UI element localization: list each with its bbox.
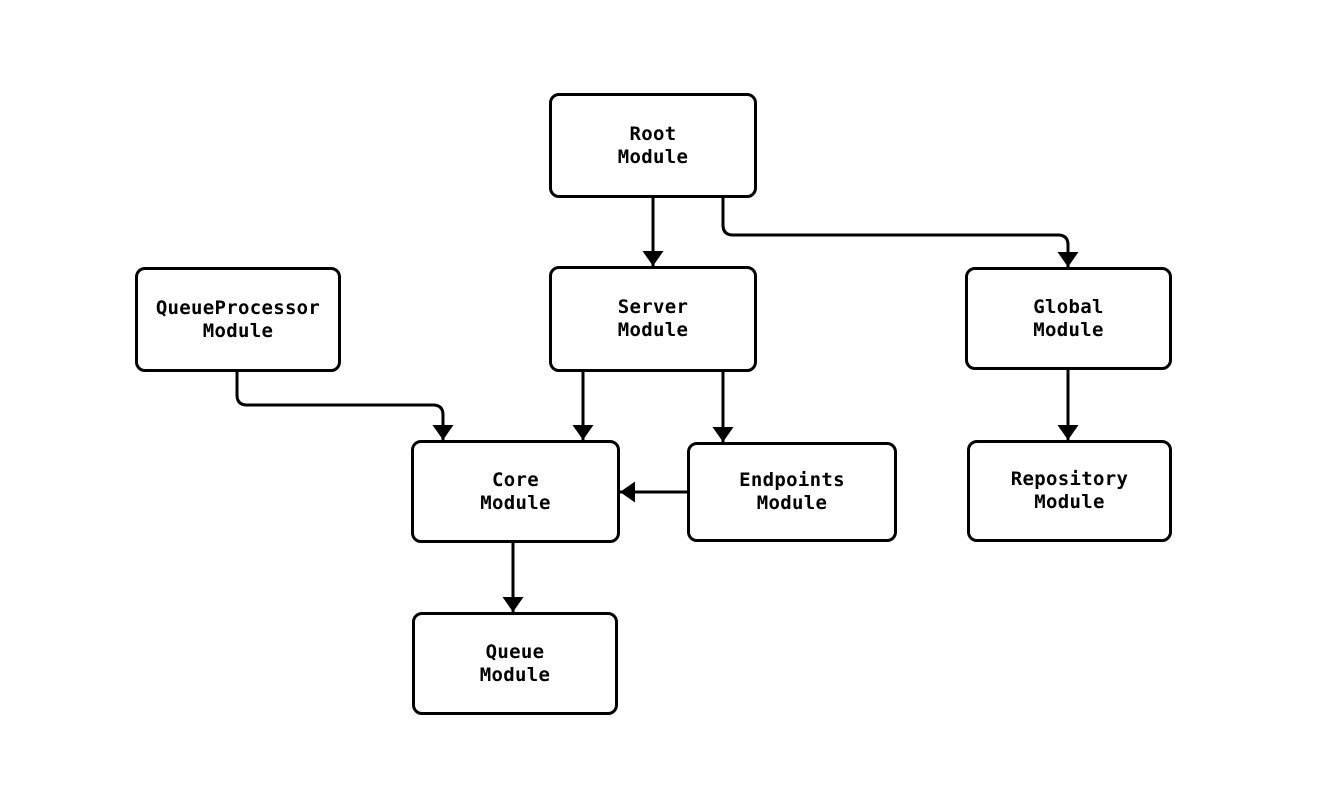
edge-core-to-queue: [502, 543, 524, 612]
node-server-module: Server Module: [549, 266, 757, 372]
arrowhead-icon: [1057, 425, 1079, 440]
edge-line: [721, 198, 1070, 267]
node-label: Root Module: [617, 122, 689, 168]
arrowhead-icon: [712, 427, 734, 442]
node-label: Endpoints Module: [739, 469, 845, 514]
node-label: Core Module: [480, 468, 551, 514]
node-label: Repository Module: [1010, 468, 1129, 513]
edge-server-to-endpoints: [712, 372, 734, 442]
node-label: Global Module: [1033, 295, 1104, 341]
arrowhead-icon: [572, 425, 594, 440]
edge-queueprocessor-to-core: [235, 372, 454, 440]
node-label: Server Module: [617, 296, 689, 341]
edge-global-to-repository: [1057, 370, 1079, 440]
edge-line: [235, 372, 445, 440]
node-core-module: Core Module: [411, 440, 620, 543]
node-endpoints-module: Endpoints Module: [687, 442, 897, 542]
node-label: QueueProcessor Module: [155, 296, 321, 342]
arrowhead-icon: [1057, 252, 1079, 267]
node-global-module: Global Module: [965, 267, 1172, 370]
edge-endpoints-to-core: [620, 481, 687, 503]
node-repository-module: Repository Module: [967, 440, 1172, 542]
arrowhead-icon: [432, 425, 454, 440]
arrowhead-icon: [502, 597, 524, 612]
node-queue-module: Queue Module: [412, 612, 618, 715]
node-root-module: Root Module: [549, 93, 757, 198]
arrowhead-icon: [620, 481, 635, 503]
node-label: Queue Module: [479, 640, 551, 686]
node-queueprocessor-module: QueueProcessor Module: [135, 267, 341, 372]
edge-root-to-global: [721, 198, 1079, 267]
edge-root-to-server: [642, 198, 664, 266]
arrowhead-icon: [642, 251, 664, 266]
edge-server-to-core: [572, 372, 594, 440]
